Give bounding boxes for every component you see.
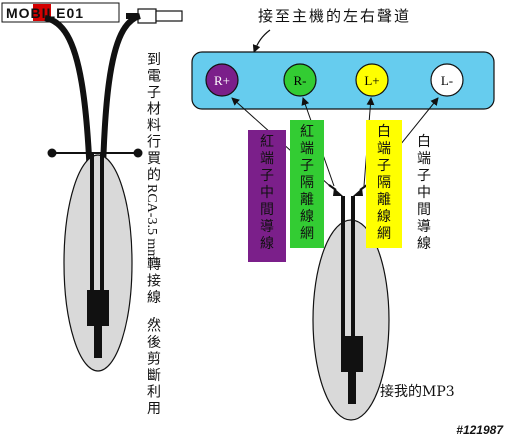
side-note-token: 剪 (147, 351, 161, 367)
jack-head (87, 290, 109, 326)
side-note-token: 斷 (147, 368, 161, 384)
wire-label-char: 子 (300, 158, 314, 174)
terminal-0: R+ (205, 63, 239, 97)
left-cable-assembly (44, 8, 183, 372)
mp3-jack-pin (348, 372, 356, 404)
side-note-token: 電 (147, 69, 161, 85)
top-caption: 接至主機的左右聲道 (258, 7, 411, 25)
wire-label-char: 線 (377, 209, 391, 225)
watermark-logo: MOBILE01 (1, 2, 120, 23)
side-note-token: RCA-3.5 (144, 184, 159, 235)
terminal-circle (283, 63, 317, 97)
wire-label-char: 端 (377, 141, 391, 157)
wire-label-char: 紅 (300, 124, 314, 140)
side-note-token: 子 (147, 85, 161, 101)
side-note-token: mm (144, 238, 159, 260)
wire-label-char: 子 (377, 158, 391, 174)
wire-label-char: 間 (417, 202, 431, 218)
jack-pin (94, 326, 102, 358)
wire-label-char: 導 (417, 219, 431, 235)
terminal-label: R+ (214, 73, 230, 88)
mp3-jack-head (341, 336, 363, 372)
wire-label-char: 線 (300, 209, 314, 225)
left-plug-body (63, 154, 133, 372)
wire-label-char: 間 (260, 202, 274, 218)
side-note-token: 到 (147, 52, 161, 68)
side-note-token: 行 (147, 135, 161, 151)
wire-label-char: 導 (260, 219, 274, 235)
watermark-id: #121987 (456, 423, 504, 437)
wire-label-char: 離 (300, 191, 314, 208)
connector-box (191, 51, 495, 110)
side-note-token: 買 (147, 151, 161, 167)
wire-label-char: 中 (417, 185, 431, 201)
wire-label-char: 隔 (300, 175, 314, 191)
wire-label-char: 端 (417, 151, 431, 167)
right-plug-assembly (312, 184, 390, 421)
side-note-token: 線 (147, 290, 161, 306)
terminal-3: L- (430, 63, 464, 97)
cut-end-right (133, 148, 143, 158)
wire-label-char: 網 (300, 226, 314, 242)
terminal-circle (205, 63, 239, 97)
wire-label-char: 子 (417, 168, 431, 184)
wire-label-char: 中 (260, 185, 274, 201)
wire-label-char: 網 (377, 226, 391, 242)
wire-label-char: 端 (300, 141, 314, 157)
terminal-1: R- (283, 63, 317, 97)
terminal-label: L+ (364, 73, 379, 88)
wire-label-char: 隔 (377, 175, 391, 191)
side-note-token: 材 (147, 102, 161, 118)
side-note-token: 利 (147, 384, 161, 400)
wire-label-bg (248, 130, 286, 262)
wire-label-char: 白 (417, 134, 431, 150)
side-note-token: 後 (147, 335, 161, 351)
side-note-token: 用 (147, 401, 161, 417)
top-arrow (252, 29, 271, 53)
wire-label-char: 線 (417, 236, 431, 252)
side-note-token: 接 (147, 272, 161, 289)
logo-text: MOBILE01 (6, 5, 84, 21)
wire-label-bg (366, 120, 402, 248)
plug-caption: 接我的MP3 (380, 383, 455, 400)
side-note-token: 的 (147, 168, 161, 184)
wire-label-char: 子 (260, 168, 274, 184)
wire-label-char: 白 (377, 124, 391, 140)
terminal-circle (430, 63, 464, 97)
terminal-2: L+ (355, 63, 389, 97)
side-note-token: 然 (147, 317, 161, 334)
wire-label-char: 離 (377, 191, 391, 208)
terminal-label: L- (441, 73, 453, 88)
side-note-token: 轉 (147, 257, 161, 273)
terminal-label: R- (294, 73, 307, 88)
terminal-row: R+ R- L+ L- (205, 63, 464, 97)
wire-label-char: 紅 (260, 134, 274, 150)
wire-label-char: 線 (260, 236, 274, 252)
terminal-circle (355, 63, 389, 97)
side-note-token: , (152, 306, 156, 322)
wire-label-char: 端 (260, 151, 274, 167)
wire-label-bg (290, 120, 324, 248)
cut-end-left (47, 148, 57, 158)
side-note-token: 料 (147, 118, 161, 134)
rca-plug (126, 8, 183, 24)
